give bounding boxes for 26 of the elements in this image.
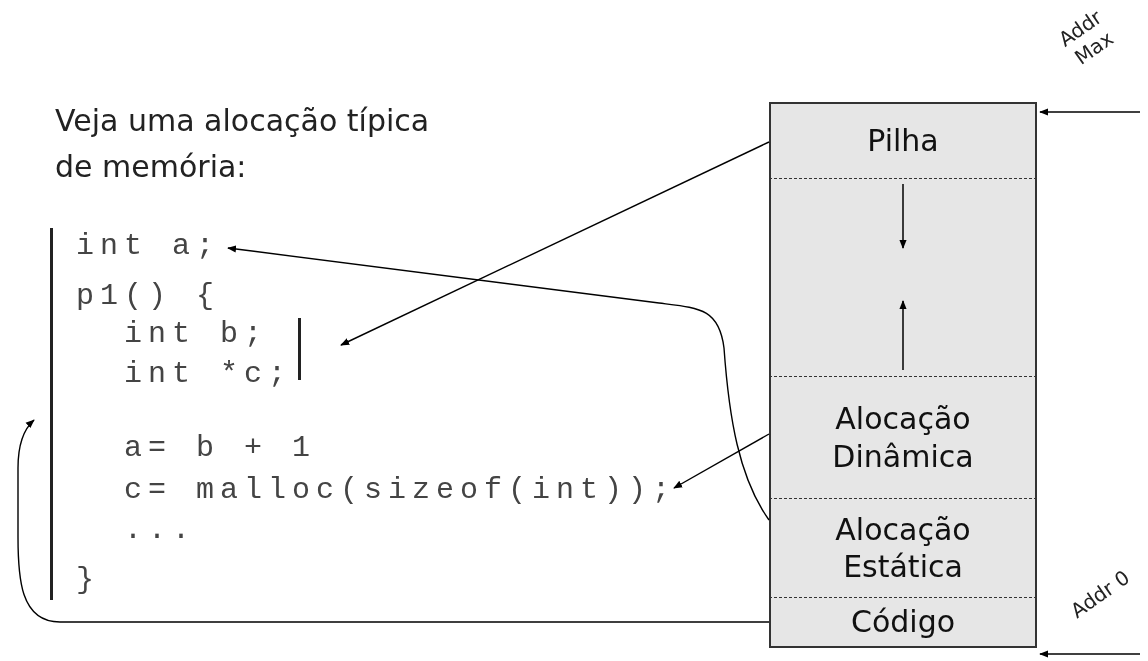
code-line: int *c; [124, 356, 293, 393]
title: Veja uma alocação típica de memória: [55, 102, 431, 186]
segment-label: Pilha [866, 122, 940, 160]
connector-arrow [673, 433, 770, 489]
code-line: c= malloc(sizeof(int)); [124, 470, 684, 510]
scope-bar [50, 228, 53, 600]
code-line: ... [124, 512, 196, 549]
memory-segment [769, 498, 1037, 597]
memory-segment [769, 102, 1037, 178]
code-line: } [76, 562, 100, 599]
memory-segment [769, 376, 1037, 498]
code-line: a= b + 1 [124, 430, 317, 467]
code-line: int b; [124, 316, 269, 353]
free-memory-segment [769, 178, 1037, 376]
pointer-arrow [1039, 108, 1141, 116]
code-line: int a; [76, 226, 226, 266]
segment-label: Alocação Estática [834, 510, 972, 586]
segment-label: Código [849, 603, 957, 641]
segment-label: Alocação Dinâmica [831, 400, 975, 475]
code-line: p1() { [76, 278, 221, 315]
pointer-arrow [1039, 650, 1141, 658]
connector-arrow [340, 141, 770, 346]
memory-segment [769, 597, 1037, 648]
connector-arrow [227, 245, 770, 521]
scope-bar [298, 318, 301, 380]
connector-arrow [17, 419, 770, 623]
